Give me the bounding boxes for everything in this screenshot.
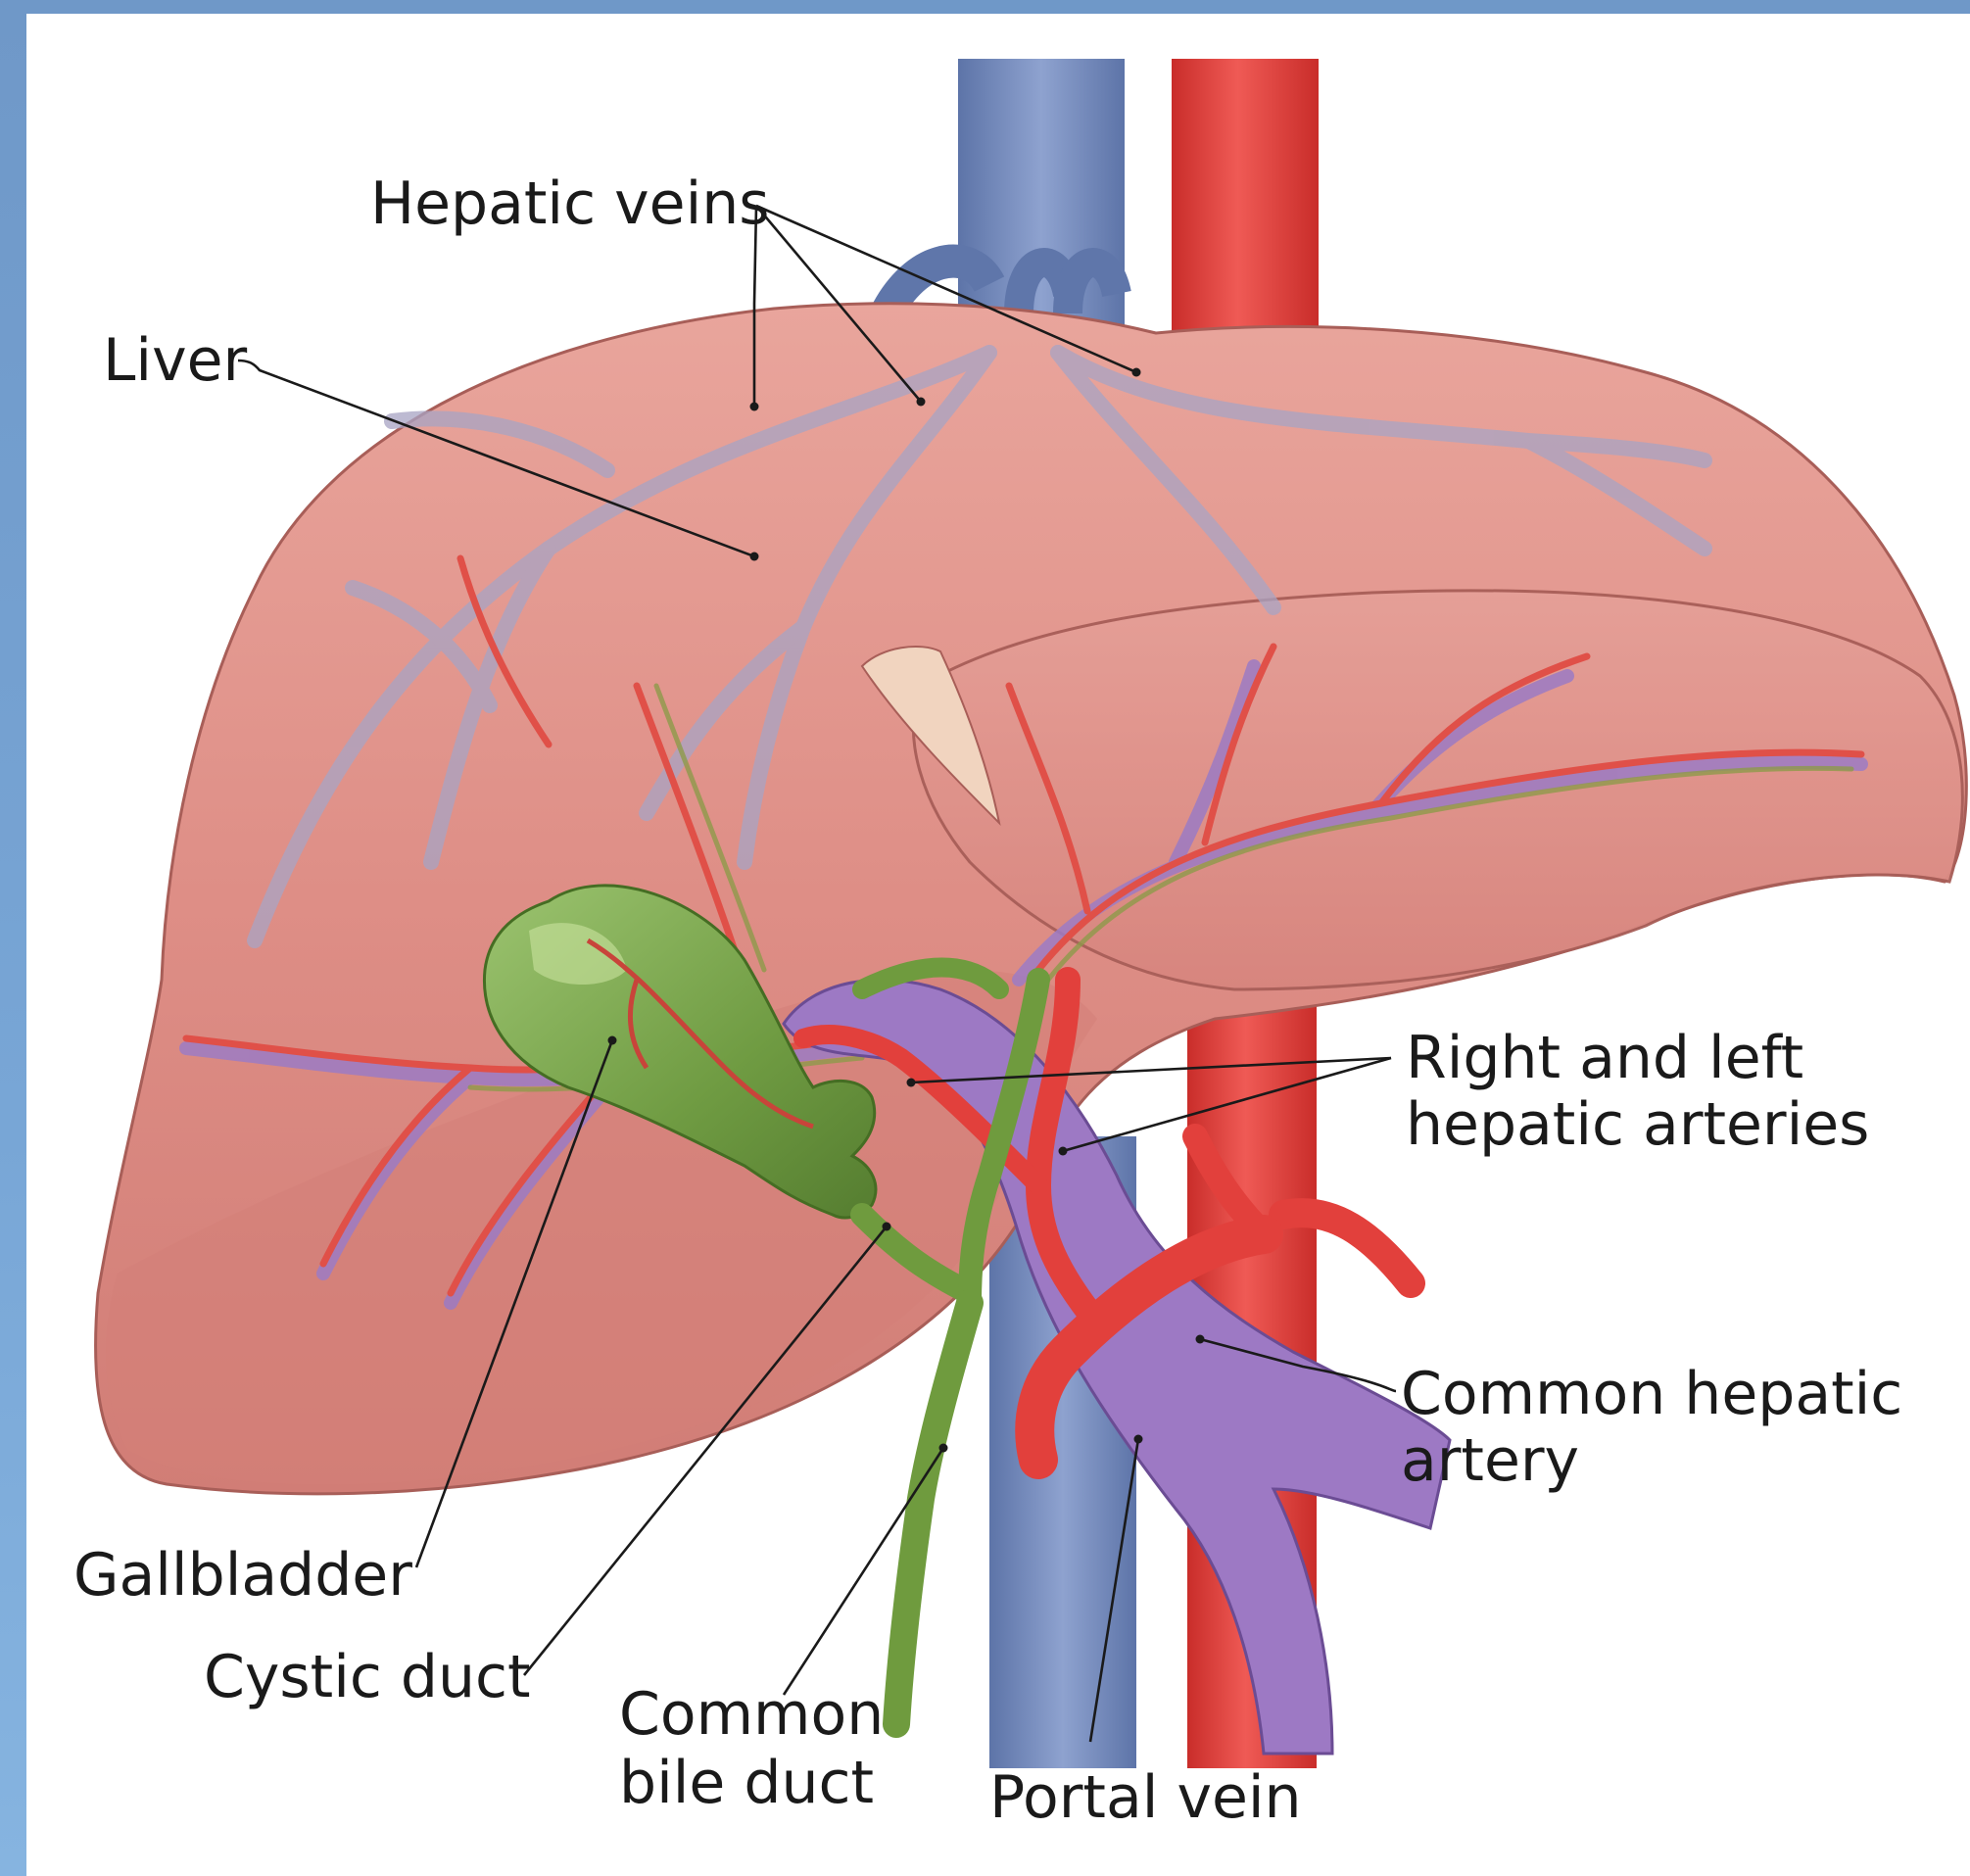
label-common-hepatic-artery-line2: artery: [1401, 1426, 1579, 1495]
label-common-bile-duct-line1: Common: [619, 1680, 884, 1749]
aorta: [1172, 59, 1319, 343]
label-cystic-duct: Cystic duct: [204, 1643, 531, 1711]
label-hepatic-veins: Hepatic veins: [370, 169, 770, 238]
label-right-left-hepatic-arteries-line1: Right and left: [1406, 1024, 1803, 1092]
label-right-left-hepatic-arteries-line2: hepatic arteries: [1406, 1090, 1869, 1159]
label-liver: Liver: [103, 326, 248, 395]
label-portal-vein: Portal vein: [989, 1763, 1302, 1832]
label-common-hepatic-artery-line1: Common hepatic: [1401, 1360, 1902, 1428]
label-gallbladder: Gallbladder: [73, 1541, 412, 1610]
label-common-bile-duct-line2: bile duct: [619, 1749, 874, 1817]
